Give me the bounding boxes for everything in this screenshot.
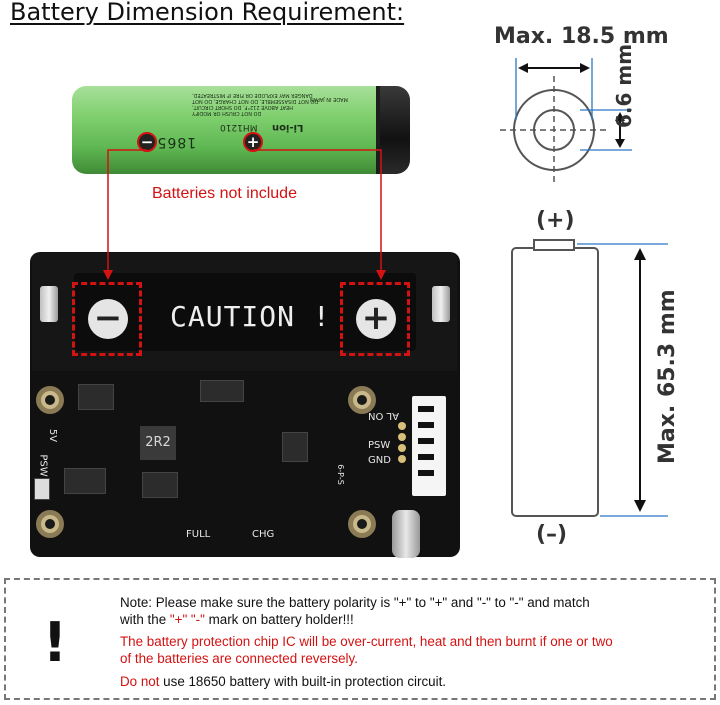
- usb-c-port[interactable]: [392, 510, 420, 558]
- minus-label: (–): [536, 522, 568, 547]
- mount-hole: [348, 386, 376, 414]
- ic-chip: [200, 380, 244, 402]
- length-label: Max. 65.3 mm: [655, 289, 680, 464]
- header-label: PSW: [368, 440, 391, 451]
- battery-plus-icon: +: [243, 132, 263, 152]
- minus-icon: −: [88, 299, 128, 339]
- ic-chip: [142, 472, 178, 498]
- plus-label: (+): [536, 208, 575, 233]
- power-switch[interactable]: [34, 478, 50, 500]
- ic-chip: [78, 384, 114, 410]
- note-line-5: Do not use 18650 battery with built-in p…: [120, 673, 446, 690]
- warning-icon: !: [42, 611, 68, 674]
- note-highlight: "+" "-": [169, 612, 205, 627]
- note-line-2: with the "+" "-" mark on battery holder!…: [120, 611, 354, 628]
- diameter-diagram: [500, 58, 632, 184]
- header-label: GND: [368, 455, 391, 466]
- battery-photo: 18650B Li-ion MH1210 DANGER MAY EXPLODE …: [72, 86, 410, 174]
- page-title: Battery Dimension Requirement:: [10, 0, 405, 26]
- holder-minus-terminal: −: [72, 282, 142, 356]
- note-line-1: Note: Please make sure the battery polar…: [120, 595, 590, 610]
- ic-chip: [64, 468, 106, 494]
- batteries-not-included-note: Batteries not include: [152, 185, 297, 202]
- ic-chip: [282, 432, 308, 462]
- inductor: 2R2: [140, 426, 176, 460]
- mount-hole: [348, 510, 376, 538]
- holder-clip-right: [432, 286, 450, 322]
- note-line-3: The battery protection chip IC will be o…: [120, 634, 613, 649]
- holder-clip-left: [40, 286, 58, 322]
- note-line-4: of the batteries are connected reversely…: [120, 651, 358, 666]
- diameter-label: Max. 18.5 mm: [494, 24, 669, 49]
- battery-minus-icon: −: [137, 132, 157, 152]
- note-text: mark on battery holder!!!: [204, 612, 354, 627]
- note-text: use 18650 battery with built-in protecti…: [159, 674, 447, 689]
- note-highlight: Do not: [120, 674, 160, 689]
- connector: [412, 396, 446, 496]
- holder-caution-label: CAUTION !: [170, 300, 331, 333]
- terminal-label: 6.6 mm: [612, 43, 636, 128]
- header-pins: [396, 420, 408, 468]
- plus-icon: +: [356, 299, 396, 339]
- length-diagram: [511, 239, 668, 517]
- note-text: with the: [120, 612, 170, 627]
- mount-hole: [36, 510, 64, 538]
- mount-hole: [36, 386, 64, 414]
- label-full: FULL: [186, 529, 211, 540]
- note-box: [4, 578, 716, 700]
- holder-plus-terminal: +: [340, 282, 410, 356]
- label-chg: CHG: [252, 529, 275, 540]
